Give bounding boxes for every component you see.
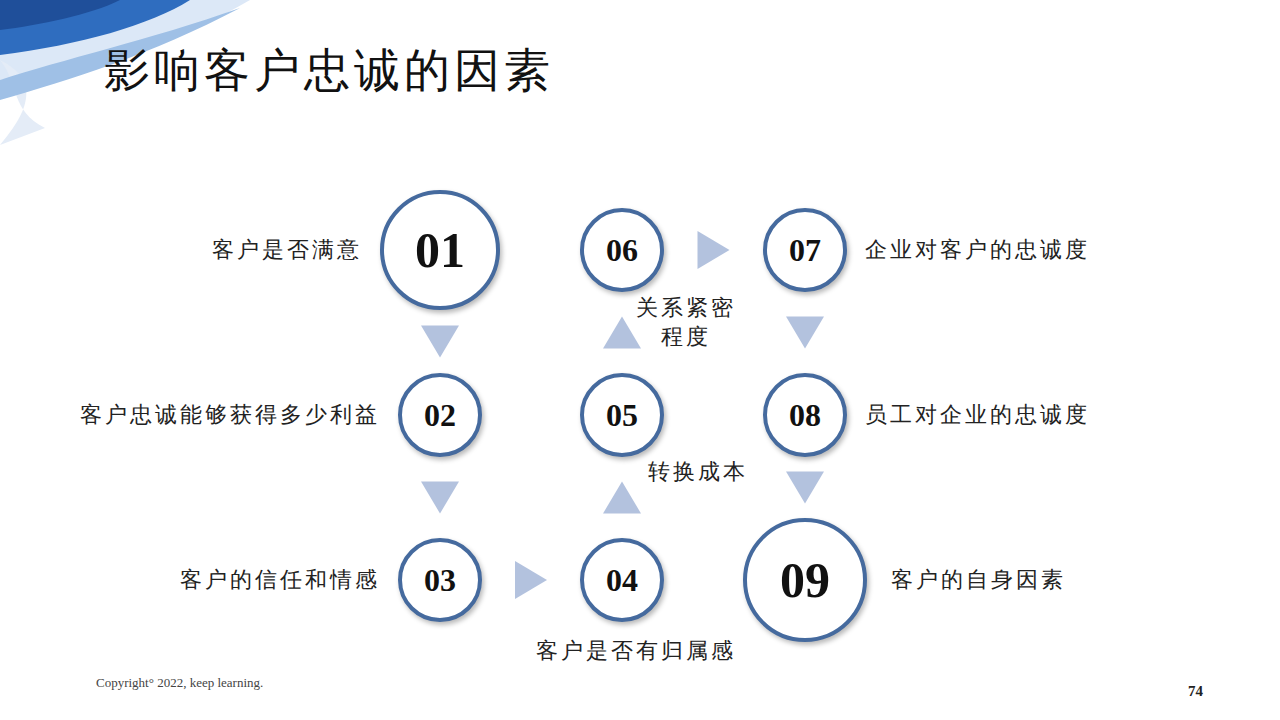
flow-arrow xyxy=(603,317,641,349)
step-number: 05 xyxy=(584,377,660,453)
step-number: 07 xyxy=(767,212,843,288)
factor-label: 客户的自身因素 xyxy=(891,565,1066,595)
factor-circle: 06关系紧密 程度 xyxy=(580,208,664,292)
factor-circle: 01客户是否满意 xyxy=(380,190,500,310)
factor-label: 客户的信任和情感 xyxy=(180,565,380,595)
factor-circle: 05转换成本 xyxy=(580,373,664,457)
factor-label: 客户是否有归属感 xyxy=(536,636,736,666)
factor-circle: 02客户忠诚能够获得多少利益 xyxy=(398,373,482,457)
factor-label: 转换成本 xyxy=(648,457,748,487)
flow-arrow xyxy=(421,482,459,514)
factor-label: 关系紧密 程度 xyxy=(632,294,740,351)
step-number: 08 xyxy=(767,377,843,453)
copyright-note: Copyright° 2022, keep learning. xyxy=(96,675,263,691)
factor-label: 客户是否满意 xyxy=(212,235,362,265)
swoosh xyxy=(0,0,120,30)
factor-circle: 07企业对客户的忠诚度 xyxy=(763,208,847,292)
flow-arrow xyxy=(786,472,824,504)
factor-label: 客户忠诚能够获得多少利益 xyxy=(80,400,380,430)
flow-arrow xyxy=(786,317,824,349)
factor-label: 员工对企业的忠诚度 xyxy=(865,400,1090,430)
flow-arrow xyxy=(515,561,547,599)
step-number: 04 xyxy=(584,542,660,618)
factor-circle: 08员工对企业的忠诚度 xyxy=(763,373,847,457)
step-number: 02 xyxy=(402,377,478,453)
step-number: 09 xyxy=(747,522,863,638)
factor-circle: 09客户的自身因素 xyxy=(743,518,867,642)
flow-arrow xyxy=(603,482,641,514)
page-number: 74 xyxy=(1188,683,1203,700)
factor-label: 企业对客户的忠诚度 xyxy=(865,235,1090,265)
factor-circle: 04客户是否有归属感 xyxy=(580,538,664,622)
slide-title: 影响客户忠诚的因素 xyxy=(104,40,554,102)
step-number: 01 xyxy=(384,194,496,306)
flow-arrow xyxy=(698,231,730,269)
step-number: 06 xyxy=(584,212,660,288)
factor-circle: 03客户的信任和情感 xyxy=(398,538,482,622)
flow-arrow xyxy=(421,326,459,358)
step-number: 03 xyxy=(402,542,478,618)
